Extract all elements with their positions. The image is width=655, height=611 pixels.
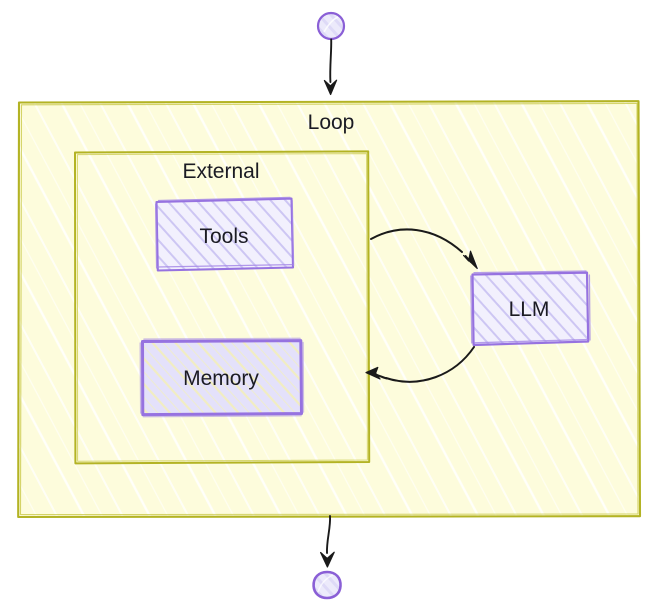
node-llm[interactable]: LLM — [470, 270, 591, 347]
loop-container-label: Loop — [308, 111, 355, 134]
node-memory[interactable]: Memory — [139, 337, 305, 418]
edge-llm-to-external — [365, 346, 475, 383]
loop-container-border — [17, 100, 642, 519]
edge-external-to-llm — [370, 228, 478, 270]
edge-loop-to-end-arrowhead — [320, 551, 335, 568]
edge-llm-to-external-arrowhead-sketch — [368, 368, 378, 373]
edge-start-to-loop-arrowhead-sketch — [325, 81, 332, 93]
memory-node-label: Memory — [183, 367, 259, 390]
tools-node-border — [155, 197, 295, 272]
edge-llm-to-external-arrowhead — [365, 366, 381, 380]
tools-node-border-sketch — [154, 196, 295, 269]
edge-external-to-llm-line — [370, 228, 463, 253]
tools-node-label: Tools — [199, 225, 248, 248]
edge-start-to-loop-arrowhead — [323, 79, 338, 96]
external-container-border — [74, 150, 371, 465]
memory-node-fill — [142, 340, 302, 415]
edge-external-to-llm-arrowhead-sketch — [465, 256, 477, 267]
start-node-highlight — [323, 16, 339, 33]
loop-container-border-sketch — [19, 102, 639, 516]
tools-node-fill — [156, 198, 293, 271]
container-external[interactable]: External — [74, 150, 371, 465]
terminal-end-node[interactable] — [312, 570, 342, 600]
edge-start-to-loop — [323, 38, 338, 96]
memory-node-border-sketch — [139, 337, 305, 418]
llm-node-border-sketch — [470, 270, 591, 344]
end-node-shape — [312, 570, 342, 600]
edge-loop-to-end-arrowhead-sketch — [321, 553, 329, 565]
node-tools[interactable]: Tools — [154, 196, 295, 272]
external-container-texture — [75, 152, 369, 463]
edge-loop-to-end-line — [326, 515, 332, 554]
start-node-circle — [316, 11, 346, 41]
external-container-label: External — [182, 160, 259, 183]
edge-loop-to-end — [320, 515, 335, 568]
llm-node-border — [471, 271, 590, 347]
memory-node-border — [141, 339, 303, 417]
llm-node-label: LLM — [509, 298, 550, 321]
edge-start-to-loop-line — [329, 38, 333, 83]
edge-llm-to-external-line — [385, 346, 475, 383]
end-node-highlight — [317, 574, 334, 593]
external-container-border-sketch — [76, 153, 368, 462]
llm-node-fill — [472, 272, 589, 345]
terminal-start-node[interactable] — [316, 11, 346, 41]
